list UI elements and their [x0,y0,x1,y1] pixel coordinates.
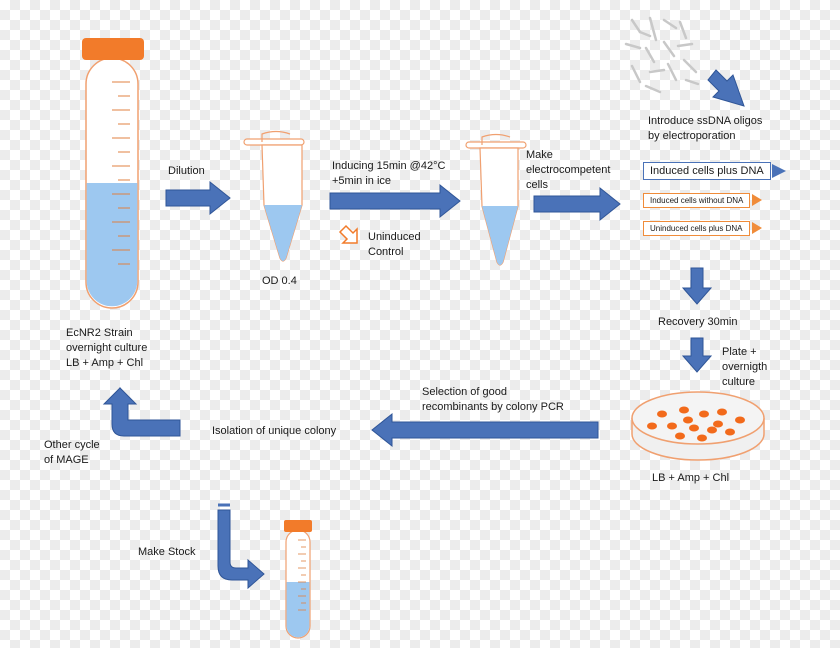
dilution-arrow [165,180,231,216]
uninduced-label-2: Control [368,246,404,258]
uninduced-label-1: Uninduced [368,231,421,243]
strain-label-1: EcNR2 Strain [66,327,133,339]
petri-dish [631,391,765,461]
recovery-label: Recovery 30min [658,316,738,328]
uninduced-dna-box: Uninduced cells plus DNA [643,221,750,236]
dilution-label: Dilution [168,165,205,177]
tube-cap [82,38,144,60]
strain-label-3: LB + Amp + Chl [66,357,144,369]
strain-label-2: overnight culture [66,342,148,354]
selection-left-arrow [371,412,599,448]
introduce-label-1: Introduce ssDNA oligos [648,115,763,127]
other-cycle-label-2: of MAGE [44,454,89,466]
inducing-label-1: Inducing 15min @42°C [332,160,446,172]
electrocompetent-arrow [533,186,621,222]
microtube-1 [243,130,305,262]
microtube-2 [465,133,527,266]
inducing-arrow [329,183,461,219]
inducing-label-2: +5min in ice [332,175,392,187]
od-label: OD 0.4 [262,275,297,287]
stock-tube-cap [284,520,312,532]
ssdna-oligos [624,16,700,94]
make-stock-label: Make Stock [138,546,196,558]
plate-label-2: overnigth [722,361,768,373]
stock-tube [284,520,312,639]
electro-label-3: cells [526,179,549,191]
selection-label-2: recombinants by colony PCR [422,401,564,413]
culture-tube-large [82,38,144,309]
other-cycle-label-1: Other cycle [44,439,100,451]
electro-label-2: electrocompetent [526,164,611,176]
plate-label-1: Plate + [722,346,757,358]
selection-label-1: Selection of good [422,386,508,398]
introduce-arrow [707,69,745,107]
induced-dna-box: Induced cells plus DNA [643,162,771,180]
isolation-label: Isolation of unique colony [212,425,337,437]
uninduced-arrow [338,224,358,244]
electro-label-1: Make [526,149,553,161]
plate-media-label: LB + Amp + Chl [652,472,730,484]
recovery-down-arrow [681,267,713,305]
plate-down-arrow [681,337,713,373]
make-stock-arrow [217,509,265,590]
induced-no-dna-box: Induced cells without DNA [643,193,751,208]
introduce-label-2: by electroporation [648,130,736,142]
plate-label-3: culture [722,376,756,388]
